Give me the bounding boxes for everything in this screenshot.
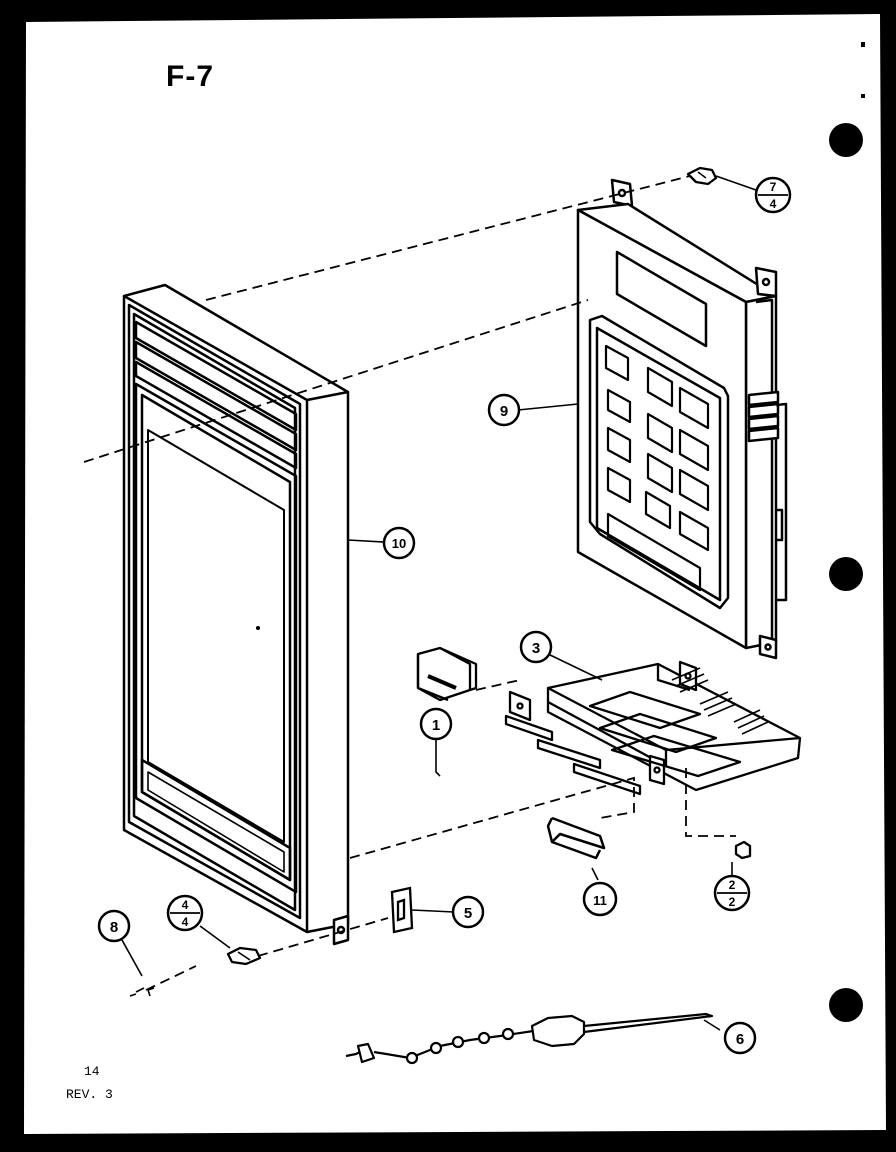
assembly-lines [83,175,736,991]
callout-3: 3 [519,630,553,664]
callout-4: 4 4 [166,894,204,932]
callout-7-bottom: 4 [770,197,777,211]
revision-label: REV. 3 [66,1087,113,1102]
speck [861,94,865,98]
callout-3-label: 3 [532,640,540,657]
wire-harness [345,1012,714,1065]
figure-title: F-7 [166,60,214,93]
page-number: 14 [84,1064,100,1079]
callout-11: 11 [582,881,618,917]
leader-lines [121,175,757,1031]
callout-7-top: 7 [770,180,777,194]
latch-spring [546,816,606,860]
callout-11-label: 11 [593,893,607,908]
callout-5-label: 5 [464,905,472,922]
callout-7: 7 4 [754,176,792,214]
binder-hole-middle [829,557,863,591]
callout-10-label: 10 [392,536,406,551]
callout-4-bottom: 4 [182,915,189,929]
callout-6-label: 6 [736,1031,744,1048]
callout-8-label: 8 [110,919,118,936]
callout-10: 10 [382,526,416,560]
callout-2-top: 2 [729,878,736,892]
callout-1: 1 [419,707,453,741]
callout-4-top: 4 [182,898,189,912]
callout-1-label: 1 [432,717,440,734]
callout-9-label: 9 [500,403,508,420]
screws [129,166,752,997]
switch-bracket-assembly [504,660,802,796]
callout-9: 9 [487,393,521,427]
callout-2-bottom: 2 [729,895,736,909]
callout-6: 6 [723,1021,757,1055]
door-frame [122,283,350,946]
binder-hole-bottom [829,988,863,1022]
callout-5: 5 [451,895,485,929]
callout-8: 8 [97,909,131,943]
binder-hole-top [829,123,863,157]
callout-2: 2 2 [713,874,751,912]
speck [861,42,865,47]
door-switch [416,646,478,702]
control-panel [576,178,788,660]
bracket-plate [390,886,414,934]
